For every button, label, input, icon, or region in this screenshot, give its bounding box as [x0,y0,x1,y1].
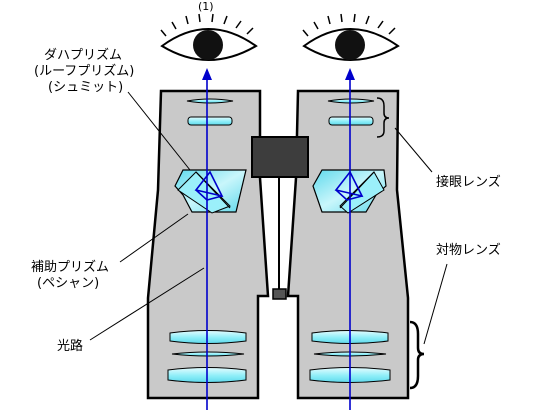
label-eyepiece: 接眼レンズ [436,175,501,190]
eyepiece-lenses-right [327,98,375,126]
leader-auxiliary [119,213,189,263]
leader-light-path [89,267,205,341]
leader-eyepiece [394,127,433,173]
leader-dach [127,91,191,171]
right-barrel [286,89,410,400]
focus-slider [272,288,287,300]
label-light-path: 光路 [57,339,84,354]
light-ray-right [345,68,355,410]
eyepiece-lenses-left [186,98,234,126]
eye-icon-left [160,13,258,61]
label-objective: 対物レンズ [436,243,501,258]
label-dach-prism-3: (シュミット) [48,80,124,95]
label-dach-prism-2: (ルーフプリズム) [34,64,135,79]
label-dach-prism-1: ダハプリズム [44,48,123,63]
left-barrel [146,89,270,400]
eye-icon-right [302,13,400,61]
leader-objective [423,263,448,345]
objective-lenses-left [167,330,247,383]
eyepiece-brace [376,97,390,138]
label-auxiliary-prism-2: (ペシャン) [37,276,100,291]
objective-brace [409,320,425,390]
focus-knob [251,136,309,178]
light-ray-left [202,68,212,410]
label-auxiliary-prism-1: 補助プリズム [31,260,110,275]
figure-mark: (1) [198,0,214,13]
